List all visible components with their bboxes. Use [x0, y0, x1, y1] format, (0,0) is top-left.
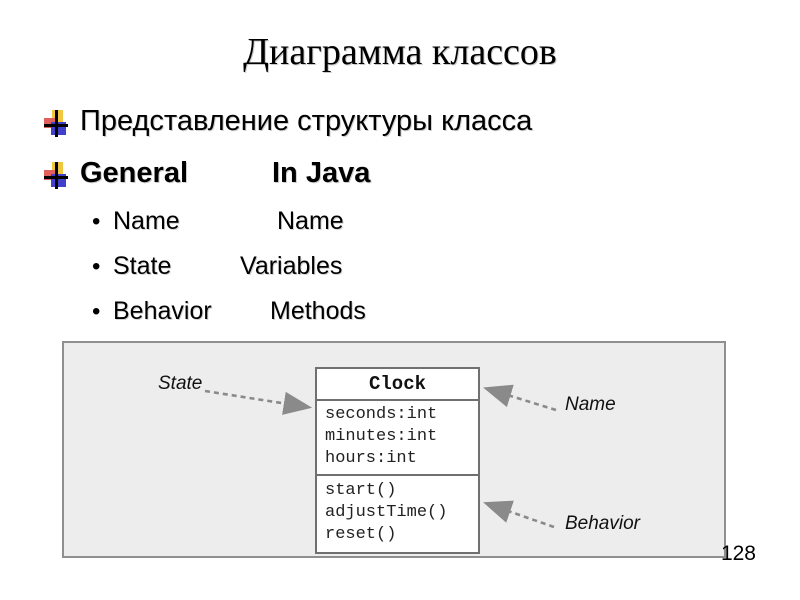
uml-method: adjustTime() [325, 503, 448, 522]
uml-class-name: Clock [317, 369, 478, 401]
behavior-label: Behavior [565, 513, 640, 534]
dot-bullet-icon: • [92, 207, 101, 235]
uml-method: reset() [325, 525, 397, 544]
bullet-text-general: General [80, 157, 188, 189]
diagram-panel: Clock seconds:int minutes:int hours:int … [62, 341, 726, 558]
sub-bullet-col1: Name [113, 207, 180, 235]
bullet-item-structure: Представление структуры класса [44, 105, 532, 138]
sub-bullet-state: • State Variables [92, 252, 342, 281]
cross-squares-bullet-icon [44, 110, 68, 137]
sub-bullet-col2: Name [277, 207, 344, 235]
sub-bullet-name: • Name Name [92, 207, 344, 236]
dot-bullet-icon: • [92, 297, 101, 325]
state-arrow [204, 389, 313, 415]
sub-bullet-col2: Methods [270, 297, 366, 325]
sub-bullet-col2: Variables [240, 252, 343, 280]
uml-attribute: hours:int [325, 449, 417, 468]
cross-squares-bullet-icon [44, 162, 68, 189]
name-label: Name [565, 394, 616, 415]
page-title: Диаграмма классов [243, 31, 557, 73]
uml-attribute: minutes:int [325, 427, 438, 446]
sub-bullet-col1: Behavior [113, 297, 212, 325]
uml-methods-compartment: start() adjustTime() reset() [317, 476, 478, 552]
page-number: 128 [720, 542, 756, 565]
sub-bullet-behavior: • Behavior Methods [92, 297, 366, 326]
bullet-text: Представление структуры класса [80, 105, 533, 137]
uml-attributes-compartment: seconds:int minutes:int hours:int [317, 401, 478, 476]
uml-attribute: seconds:int [325, 405, 438, 424]
dashed-arrows [204, 384, 557, 529]
bullet-item-general: General In Java [44, 157, 370, 190]
bullet-text-in-java: In Java [272, 157, 371, 189]
sub-bullet-col1: State [113, 252, 172, 280]
uml-method: start() [325, 481, 397, 500]
name-arrow [483, 384, 557, 412]
uml-class-box: Clock seconds:int minutes:int hours:int … [315, 367, 480, 554]
state-label: State [158, 373, 203, 394]
dot-bullet-icon: • [92, 252, 101, 280]
behavior-arrow [483, 500, 555, 529]
